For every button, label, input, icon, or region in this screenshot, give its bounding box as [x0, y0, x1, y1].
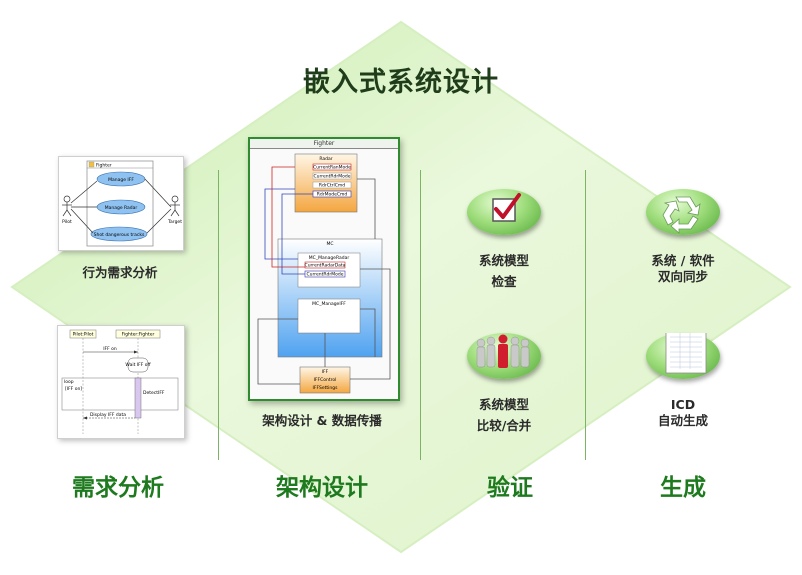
checkbox-icon	[492, 193, 521, 222]
sequence-diagram: Pilot:Pilot Fighter:Fighter IFF on Wait …	[61, 329, 179, 434]
architecture-diagram: Radar CurrentRanMode CurrentRdrMode RdrC…	[257, 153, 391, 394]
spreadsheet-icon	[665, 318, 707, 374]
caption-sync-line2: 双向同步	[657, 269, 708, 284]
recycle-icon	[662, 196, 701, 234]
msg-detect: DetectIFF	[143, 390, 165, 396]
page-title: 嵌入式系统设计	[303, 67, 499, 98]
caption-arch-data: 架构设计 & 数据传播	[262, 413, 382, 428]
iff-port: IFFControl	[314, 377, 337, 383]
caption-model-compare-line2: 比较/合并	[476, 418, 532, 433]
radar-port: CurrentRanMode	[313, 165, 351, 171]
iff-title: IFF	[322, 369, 329, 375]
usecase-diagram: Fighter Manage IFF Manage Radar Shot dan…	[62, 160, 182, 247]
lifeline-pilot: Pilot:Pilot	[73, 332, 94, 338]
radar-port: CurrentRdrMode	[314, 174, 351, 180]
radar-title: Radar	[319, 156, 332, 162]
actor-pilot: Pilot	[62, 219, 72, 225]
caption-model-check-line1: 系统模型	[478, 253, 529, 268]
mc-title: MC	[326, 241, 333, 247]
usecase-item: Manage Radar	[105, 205, 138, 211]
caption-model-check-line2: 检查	[491, 274, 517, 289]
caption-icd-line1: ICD	[670, 397, 696, 412]
section-requirements: 需求分析	[72, 475, 164, 501]
mc-radar-mode: CurrentRdrMode	[307, 272, 344, 278]
people-compare-icon	[476, 334, 530, 368]
sync-button[interactable]	[646, 189, 720, 235]
caption-sync-line1: 系统 / 软件	[651, 253, 715, 268]
mc-manage-radar: MC_ManageRadar	[309, 255, 350, 261]
radar-port: RdrCtrlCmd	[319, 183, 345, 189]
usecase-diagram-card: Fighter Manage IFF Manage Radar Shot dan…	[58, 156, 184, 251]
sequence-diagram-card: Pilot:Pilot Fighter:Fighter IFF on Wait …	[57, 325, 185, 439]
section-generation: 生成	[660, 475, 706, 501]
caption-icd-line2: 自动生成	[657, 413, 708, 428]
usecase-title: Fighter	[96, 163, 112, 169]
loop-label: loop	[64, 379, 74, 385]
model-compare-button[interactable]	[467, 333, 541, 379]
radar-port: RdrModeCmd	[317, 192, 348, 198]
usecase-item: Manage IFF	[108, 177, 134, 183]
msg-iff-on: IFF on	[103, 346, 117, 352]
mc-manage-iff: MC_ManageIFF	[312, 301, 346, 307]
caption-behavior: 行为需求分析	[82, 265, 158, 280]
divider-2	[420, 170, 421, 460]
divider-3	[585, 170, 586, 460]
actor-target: Target	[167, 219, 182, 225]
icd-button[interactable]	[646, 318, 720, 379]
model-check-button[interactable]	[467, 189, 541, 235]
msg-display: Display IFF data	[90, 412, 126, 418]
loop-guard: [IFF on]	[65, 386, 82, 392]
architecture-diagram-card: Fighter Radar CurrentRanMode CurrentRdrM…	[248, 137, 400, 401]
divider-1	[218, 170, 219, 460]
usecase-item: Shot dangerous tracks	[94, 232, 145, 238]
architecture-title: Fighter	[250, 139, 398, 149]
mc-radar-data: CurrentRadarData	[305, 263, 346, 269]
caption-model-compare-line1: 系统模型	[478, 397, 529, 412]
section-verification: 验证	[487, 475, 533, 501]
iff-port: IFFSettings	[313, 385, 339, 391]
section-architecture: 架构设计	[276, 475, 368, 501]
lifeline-fighter: Fighter:Fighter	[122, 332, 155, 338]
state-wait: Wait IFF off	[125, 362, 151, 368]
